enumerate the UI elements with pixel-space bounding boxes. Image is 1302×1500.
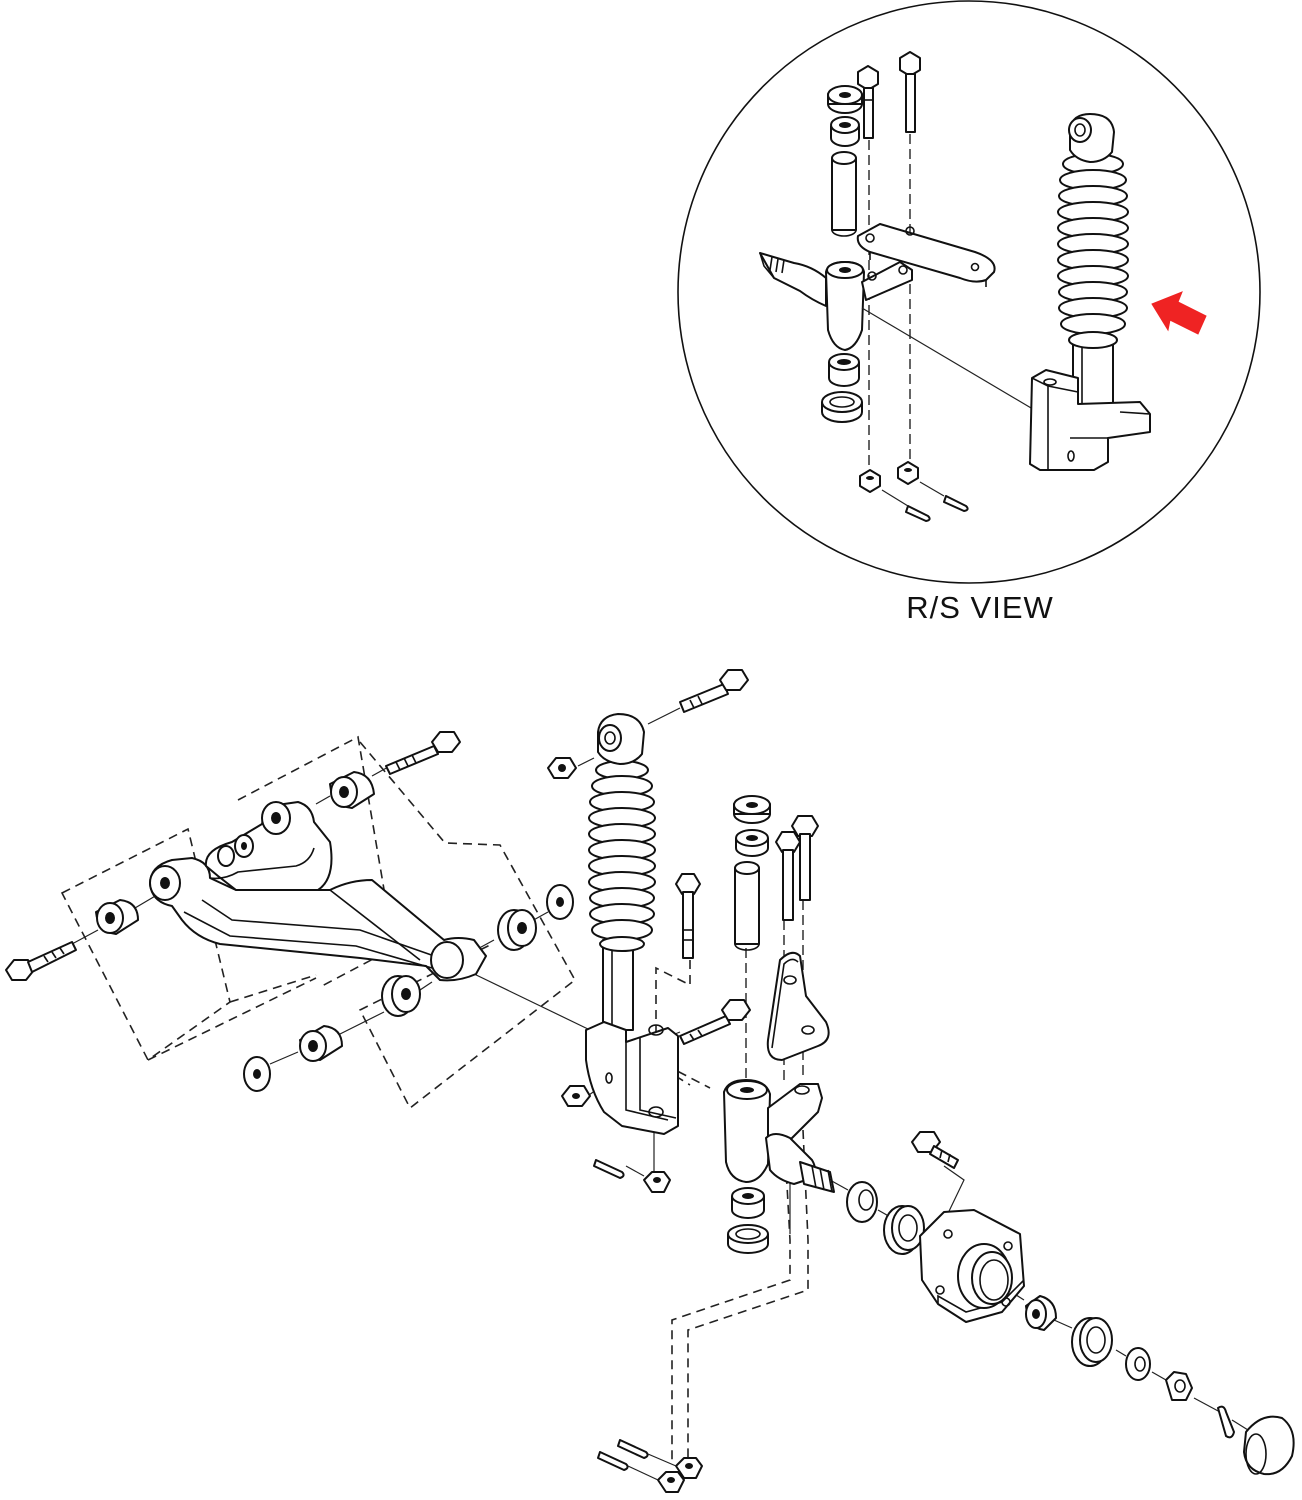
pointer-arrow-icon [1151, 291, 1207, 335]
bottom-nut-right [675, 1457, 703, 1479]
kingpin-washer-top [733, 795, 771, 824]
coil-over-shock-absorber [585, 713, 679, 1135]
control-arm-bushing-lower [299, 1025, 343, 1062]
control-arm-bushing-front [95, 899, 139, 935]
detail-kingpin-sleeve [831, 151, 857, 237]
spindle-washer-inner [846, 1181, 878, 1223]
control-arm-flanged-bushing-b [381, 975, 421, 1017]
detail-nut-left [859, 469, 881, 493]
shock-eye [597, 713, 645, 765]
detail-cotter-pin-b [943, 495, 969, 512]
spindle-knuckle [723, 1079, 835, 1193]
cotter-pin-hub [1217, 1405, 1235, 1439]
detail-circle [677, 0, 1261, 584]
detail-coil-over-shock [1029, 113, 1151, 471]
bottom-nut-left [657, 1471, 685, 1493]
control-arm-bolt-front [5, 941, 77, 981]
main-exploded-view [5, 669, 1295, 1493]
detail-shock-eye [1068, 113, 1115, 163]
control-arm-flanged-bushing-a [497, 909, 537, 951]
control-arm-bushing-rear [329, 771, 375, 809]
dust-cap [1243, 1415, 1295, 1476]
detail-bolt-right [899, 51, 921, 133]
detail-shock-spring [1057, 153, 1129, 349]
castle-nut [1165, 1371, 1193, 1401]
bracket-nut-bottom [643, 1171, 671, 1193]
kingpin-bushing-lower [731, 1187, 765, 1219]
kingpin-sleeve [734, 861, 760, 951]
bracket-bolt-upper [675, 873, 701, 959]
bracket-nut-lower [561, 1085, 591, 1107]
wheel-hub [919, 1209, 1025, 1323]
detail-dust-seal [821, 391, 863, 423]
kingpin-bushing-top [735, 829, 769, 857]
bracket-bolt-side [679, 999, 751, 1045]
shock-mount-nut-top [547, 757, 577, 779]
view-caption: R/S VIEW [906, 590, 1054, 625]
control-arm-washer-b [243, 1056, 271, 1092]
cotter-pin-bottom-b [617, 1439, 649, 1459]
rs-view-detail [677, 0, 1261, 584]
detail-steering-plate [856, 223, 996, 287]
detail-nut-right [897, 461, 919, 485]
control-arm-small-nut [217, 834, 254, 867]
hub-spacer [1025, 1295, 1057, 1331]
wheel-bearing-inner [883, 1205, 925, 1255]
detail-shock-bracket [1029, 369, 1151, 471]
spindle-washer-outer [1125, 1347, 1151, 1381]
shock-bracket [585, 1021, 679, 1135]
control-arm-washer-a [546, 884, 574, 920]
detail-bushing-top [830, 116, 860, 147]
detail-spindle-knuckle [759, 252, 913, 351]
steering-bolt-b [791, 815, 819, 901]
control-arm-bolt-rear [385, 731, 461, 775]
kingpin-dust-seal [727, 1224, 769, 1254]
steering-arm [766, 951, 830, 1061]
spindle-shaft [799, 1161, 835, 1193]
detail-cotter-pin-a [905, 505, 931, 522]
assembly-guide-lines [60, 735, 577, 1110]
lower-control-arm [149, 801, 487, 982]
shock-spring [588, 760, 656, 952]
cotter-pin-bottom-a [597, 1451, 629, 1471]
steering-bolt-a [775, 831, 801, 921]
detail-bushing-lower [828, 353, 860, 387]
detail-washer [827, 85, 863, 114]
cotter-pin-a [593, 1159, 625, 1179]
wheel-bearing-outer [1071, 1317, 1113, 1367]
detail-bolt-left [857, 65, 879, 139]
shock-mount-bolt-top [679, 669, 749, 713]
hub-bolt [911, 1131, 959, 1169]
